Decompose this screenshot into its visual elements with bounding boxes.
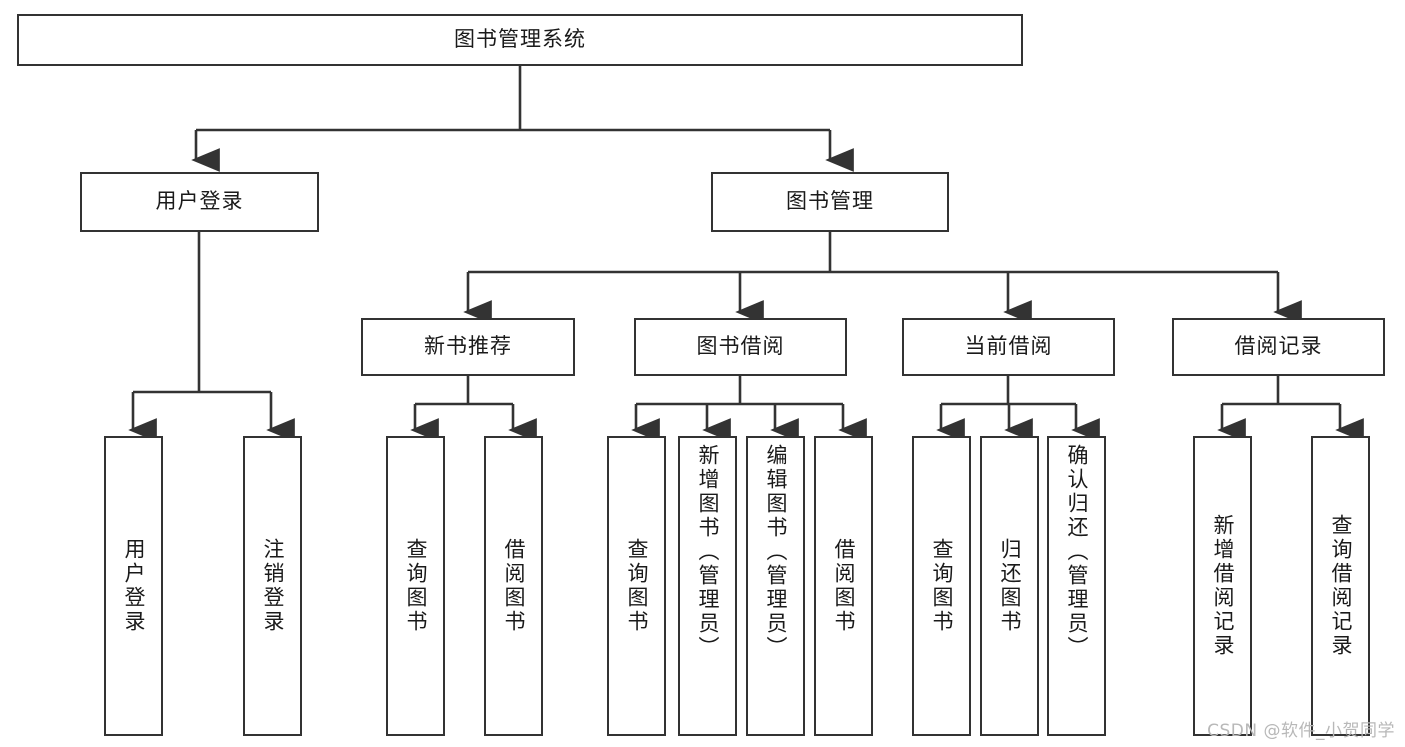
leaf-current-confirm-return-admin[interactable]: 确认归还（管理员）: [1047, 436, 1106, 736]
leaf-user-login-login[interactable]: 用户登录: [104, 436, 163, 736]
node-user-login[interactable]: 用户登录: [80, 172, 319, 232]
node-label: 图书管理: [786, 189, 874, 214]
node-label: 用户登录: [122, 538, 146, 634]
node-label: 查询借阅记录: [1329, 514, 1353, 658]
node-label: 查询图书: [404, 538, 428, 634]
leaf-text-wrap: 归还图书: [982, 438, 1037, 734]
node-label: 借阅图书: [502, 538, 526, 634]
leaf-text-wrap: 查询图书: [914, 438, 969, 734]
node-current-borrow[interactable]: 当前借阅: [902, 318, 1115, 376]
leaf-text-wrap: 新增借阅记录: [1195, 438, 1250, 734]
node-label: 图书管理系统: [454, 27, 586, 52]
node-label: 编辑图书（管理员）: [764, 444, 788, 660]
node-label: 确认归还（管理员）: [1065, 444, 1089, 660]
leaf-current-query-book[interactable]: 查询图书: [912, 436, 971, 736]
node-label: 借阅图书: [832, 538, 856, 634]
node-book-management[interactable]: 图书管理: [711, 172, 949, 232]
leaf-borrow-edit-book-admin[interactable]: 编辑图书（管理员）: [746, 436, 805, 736]
leaf-borrow-borrow-book[interactable]: 借阅图书: [814, 436, 873, 736]
leaf-text-wrap: 新增图书（管理员）: [680, 438, 735, 740]
leaf-current-return-book[interactable]: 归还图书: [980, 436, 1039, 736]
node-label: 图书借阅: [696, 334, 785, 359]
leaf-text-wrap: 用户登录: [106, 438, 161, 734]
leaf-recommend-query-book[interactable]: 查询图书: [386, 436, 445, 736]
node-label: 新增图书（管理员）: [696, 444, 720, 660]
leaf-text-wrap: 借阅图书: [816, 438, 871, 734]
leaf-user-login-logout[interactable]: 注销登录: [243, 436, 302, 736]
leaf-text-wrap: 确认归还（管理员）: [1049, 438, 1104, 740]
leaf-text-wrap: 查询图书: [609, 438, 664, 734]
leaf-record-add-record[interactable]: 新增借阅记录: [1193, 436, 1252, 736]
leaf-borrow-add-book-admin[interactable]: 新增图书（管理员）: [678, 436, 737, 736]
node-borrow-record[interactable]: 借阅记录: [1172, 318, 1385, 376]
node-book-borrow[interactable]: 图书借阅: [634, 318, 847, 376]
leaf-text-wrap: 查询借阅记录: [1313, 438, 1368, 734]
watermark-text: CSDN @软件_小贺同学: [1207, 721, 1395, 741]
node-label: 注销登录: [261, 538, 285, 634]
leaf-text-wrap: 借阅图书: [486, 438, 541, 734]
node-root-system[interactable]: 图书管理系统: [17, 14, 1023, 66]
node-new-book-recommend[interactable]: 新书推荐: [361, 318, 575, 376]
leaf-record-query-record[interactable]: 查询借阅记录: [1311, 436, 1370, 736]
leaf-recommend-borrow-book[interactable]: 借阅图书: [484, 436, 543, 736]
leaf-borrow-query-book[interactable]: 查询图书: [607, 436, 666, 736]
node-label: 查询图书: [930, 538, 954, 634]
node-label: 当前借阅: [964, 334, 1053, 359]
leaf-text-wrap: 注销登录: [245, 438, 300, 734]
node-label: 用户登录: [155, 189, 244, 214]
node-label: 查询图书: [625, 538, 649, 634]
node-label: 归还图书: [998, 538, 1022, 634]
node-label: 新增借阅记录: [1211, 514, 1235, 658]
leaf-text-wrap: 查询图书: [388, 438, 443, 734]
node-label: 借阅记录: [1234, 334, 1323, 359]
node-label: 新书推荐: [424, 334, 512, 359]
leaf-text-wrap: 编辑图书（管理员）: [748, 438, 803, 740]
